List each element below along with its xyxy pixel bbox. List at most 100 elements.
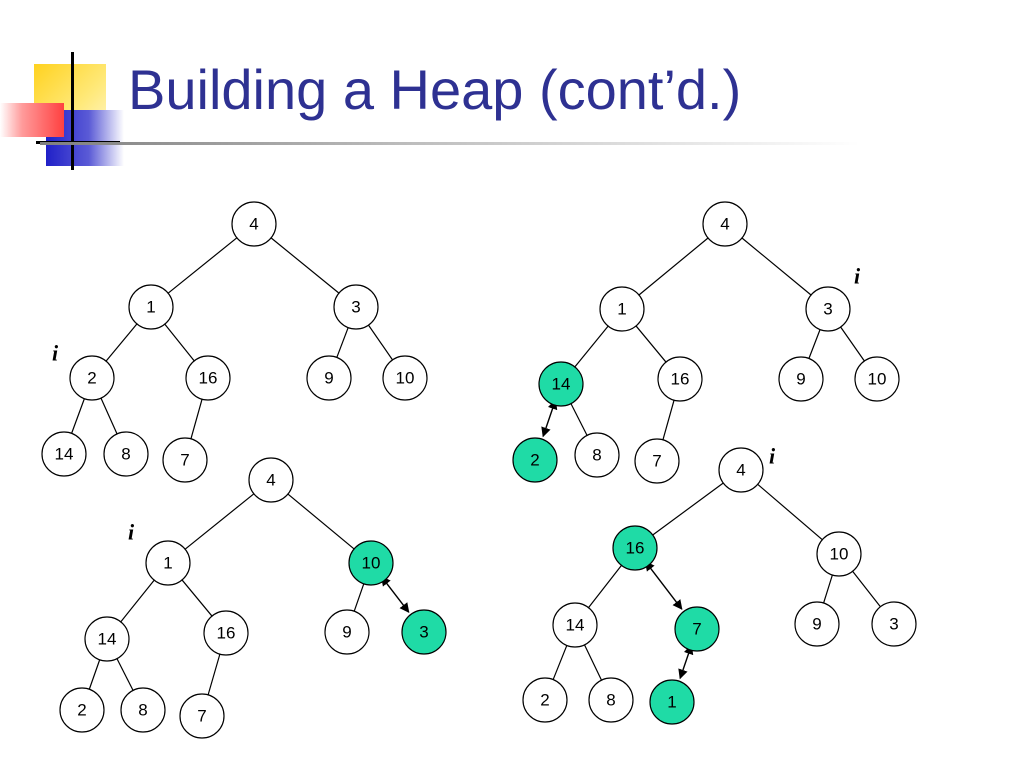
heap-node-highlighted: [348, 540, 394, 586]
heap-node: [854, 356, 900, 402]
heap-node: [69, 355, 115, 401]
heap-node: [702, 201, 748, 247]
heap-node-label: 9: [342, 623, 351, 642]
tree-edge: [88, 659, 101, 690]
heap-node: [185, 355, 231, 401]
heap-node: [805, 286, 851, 332]
heap-node-label: 1: [163, 554, 172, 573]
tree-edge: [823, 574, 833, 604]
heap-node: [84, 616, 130, 662]
heap-node: [231, 201, 277, 247]
heap-node-label: 16: [217, 624, 236, 643]
tree-edge: [164, 323, 195, 362]
heap-node-label: 1: [667, 693, 676, 712]
index-i-marker: i: [769, 444, 776, 469]
tree-edge: [184, 493, 255, 550]
heap-node: [179, 693, 225, 739]
heap-node-label: 3: [889, 615, 898, 634]
tree-edge: [757, 483, 823, 541]
heap-node-label: 16: [626, 539, 645, 558]
swap-arrow: [644, 560, 683, 610]
heap-node-highlighted: [649, 679, 695, 725]
tree-edge: [190, 399, 203, 439]
heap-node-label: 1: [617, 300, 626, 319]
tree-edge: [662, 400, 675, 440]
heap-node-label: 7: [180, 451, 189, 470]
heap-node-label: 4: [266, 471, 275, 490]
heap-node-label: 2: [77, 701, 86, 720]
heap-node-label: 10: [396, 369, 415, 388]
tree-edge: [207, 653, 221, 696]
heap-node-label: 2: [87, 369, 96, 388]
heap-node-label: 10: [362, 554, 381, 573]
decor-red-bar: [0, 103, 64, 137]
tree-edge: [116, 658, 134, 691]
tree-edge: [353, 583, 365, 612]
heap-node: [522, 677, 568, 723]
heap-node-label: 7: [692, 620, 701, 639]
tree-edge: [808, 329, 821, 359]
tree-edge: [852, 570, 881, 608]
heap-node: [324, 609, 370, 655]
tree-edge: [741, 237, 812, 296]
heap-node-highlighted: [538, 361, 584, 407]
title-underline: [40, 142, 860, 145]
heap-node-label: 9: [324, 369, 333, 388]
tree-edge: [71, 398, 85, 434]
heap-node: [382, 355, 428, 401]
heap-node: [794, 601, 840, 647]
heap-node: [248, 457, 294, 503]
heap-node: [128, 284, 174, 330]
tree-edge: [638, 237, 709, 296]
slide-title: Building a Heap (cont’d.): [128, 58, 742, 121]
tree-edge: [167, 237, 238, 294]
heap-node: [634, 438, 680, 484]
heap-node-label: 4: [736, 461, 745, 480]
tree-edge: [270, 237, 340, 294]
heap-node-label: 9: [812, 615, 821, 634]
heap-node-highlighted: [401, 609, 447, 655]
index-i-marker: i: [128, 520, 135, 545]
index-i-marker: i: [52, 341, 59, 366]
tree-edge: [840, 326, 865, 362]
tree-edge: [570, 403, 588, 436]
tree-edge: [368, 324, 393, 361]
tree-edge: [588, 564, 622, 609]
heap-node-label: 10: [868, 370, 887, 389]
heap-node: [552, 602, 598, 648]
heap-node-label: 3: [351, 298, 360, 317]
tree-edge: [181, 579, 213, 617]
heap-node: [599, 286, 645, 332]
heap-node-label: 3: [823, 300, 832, 319]
tree-edge: [583, 644, 603, 681]
heap-node-label: 9: [796, 370, 805, 389]
heap-node-label: 2: [540, 691, 549, 710]
heap-node: [203, 610, 249, 656]
heap-node-highlighted: [512, 437, 558, 483]
heap-node: [145, 540, 191, 586]
heap-node-label: 16: [199, 369, 218, 388]
heap-node: [871, 601, 917, 647]
tree-edge: [635, 325, 667, 363]
heap-node: [574, 432, 620, 478]
heap-node-highlighted: [674, 606, 720, 652]
heap-node: [162, 437, 208, 483]
heap-node: [588, 677, 634, 723]
heap-node: [718, 447, 764, 493]
tree-edge: [336, 327, 349, 358]
heap-node: [103, 431, 149, 477]
heap-node-label: 1: [146, 298, 155, 317]
heap-node-label: 3: [419, 623, 428, 642]
heap-node-label: 4: [249, 215, 258, 234]
heap-node-label: 2: [530, 451, 539, 470]
tree-edge: [287, 493, 355, 550]
heap-node-label: 8: [121, 445, 130, 464]
heap-node: [306, 355, 352, 401]
swap-arrow: [678, 644, 694, 680]
